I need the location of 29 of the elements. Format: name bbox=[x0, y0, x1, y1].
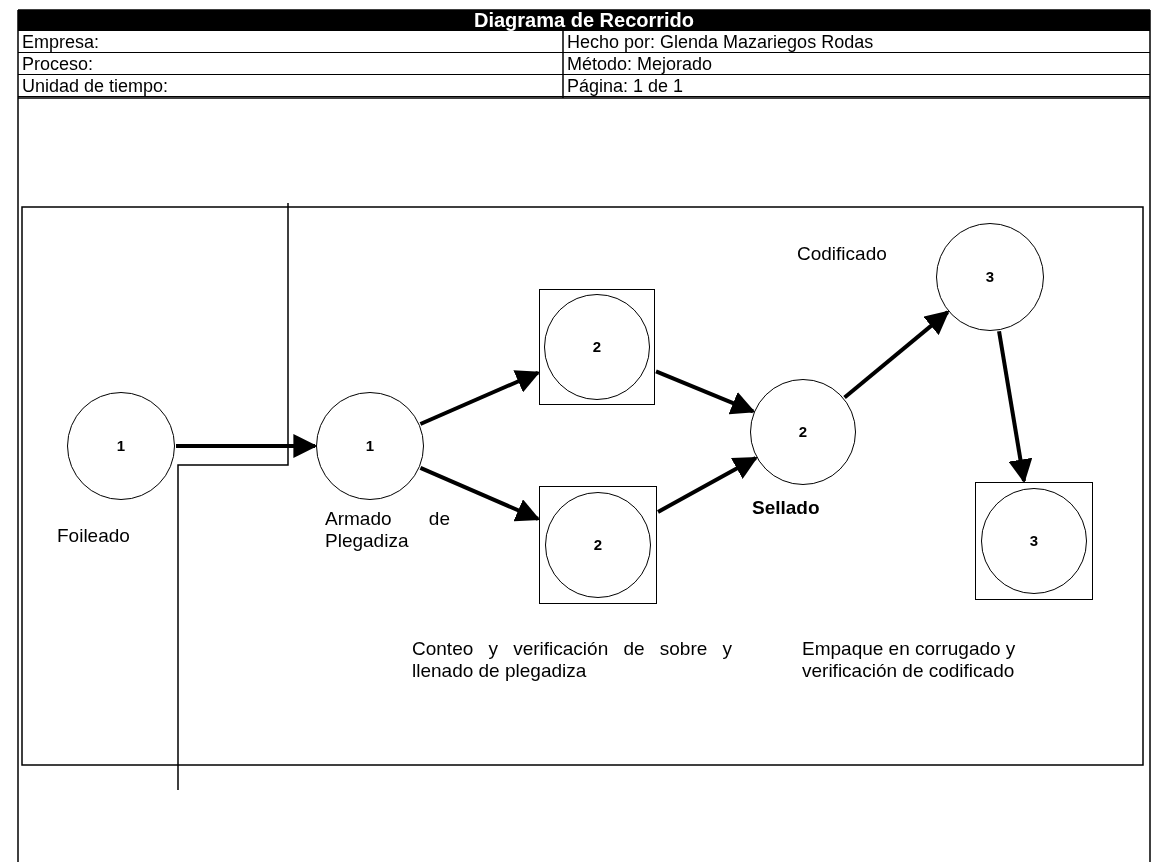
step-label: Sellado bbox=[752, 497, 821, 519]
table-cell: Proceso: bbox=[18, 53, 563, 75]
step-number: 1 bbox=[115, 437, 127, 454]
step-number: 1 bbox=[364, 437, 376, 454]
step-label: Empaque en corrugado y verificación de codificado bbox=[802, 638, 1017, 682]
inspection-operation-symbol bbox=[539, 486, 657, 604]
step-number: 2 bbox=[797, 423, 809, 440]
table-cell: Página: 1 de 1 bbox=[563, 75, 1150, 97]
step-label: Armado de Plegadiza bbox=[325, 508, 450, 552]
table-cell: Unidad de tiempo: bbox=[18, 75, 563, 97]
inspection-operation-symbol bbox=[975, 482, 1093, 600]
step-number: 2 bbox=[592, 536, 604, 553]
flow-arrow bbox=[843, 310, 950, 400]
table-cell: Método: Mejorado bbox=[563, 53, 1150, 75]
flow-arrow bbox=[176, 434, 318, 458]
table-cell: Empresa: bbox=[18, 31, 563, 53]
flow-arrow bbox=[655, 369, 756, 415]
step-number: 3 bbox=[1028, 532, 1040, 549]
flow-arrow bbox=[419, 466, 541, 522]
table-cell: Hecho por: Glenda Mazariegos Rodas bbox=[563, 31, 1150, 53]
flow-arrow bbox=[419, 370, 541, 426]
step-number: 2 bbox=[591, 338, 603, 355]
step-label: Foileado bbox=[57, 525, 131, 547]
step-label: Conteo y verificación de sobre y llenado de plegadiza bbox=[412, 638, 732, 682]
step-label: Codificado bbox=[797, 243, 888, 265]
flow-arrow bbox=[997, 330, 1033, 484]
flow-arrow bbox=[657, 456, 758, 514]
table-title: Diagrama de Recorrido bbox=[18, 10, 1150, 31]
step-number: 3 bbox=[984, 268, 996, 285]
